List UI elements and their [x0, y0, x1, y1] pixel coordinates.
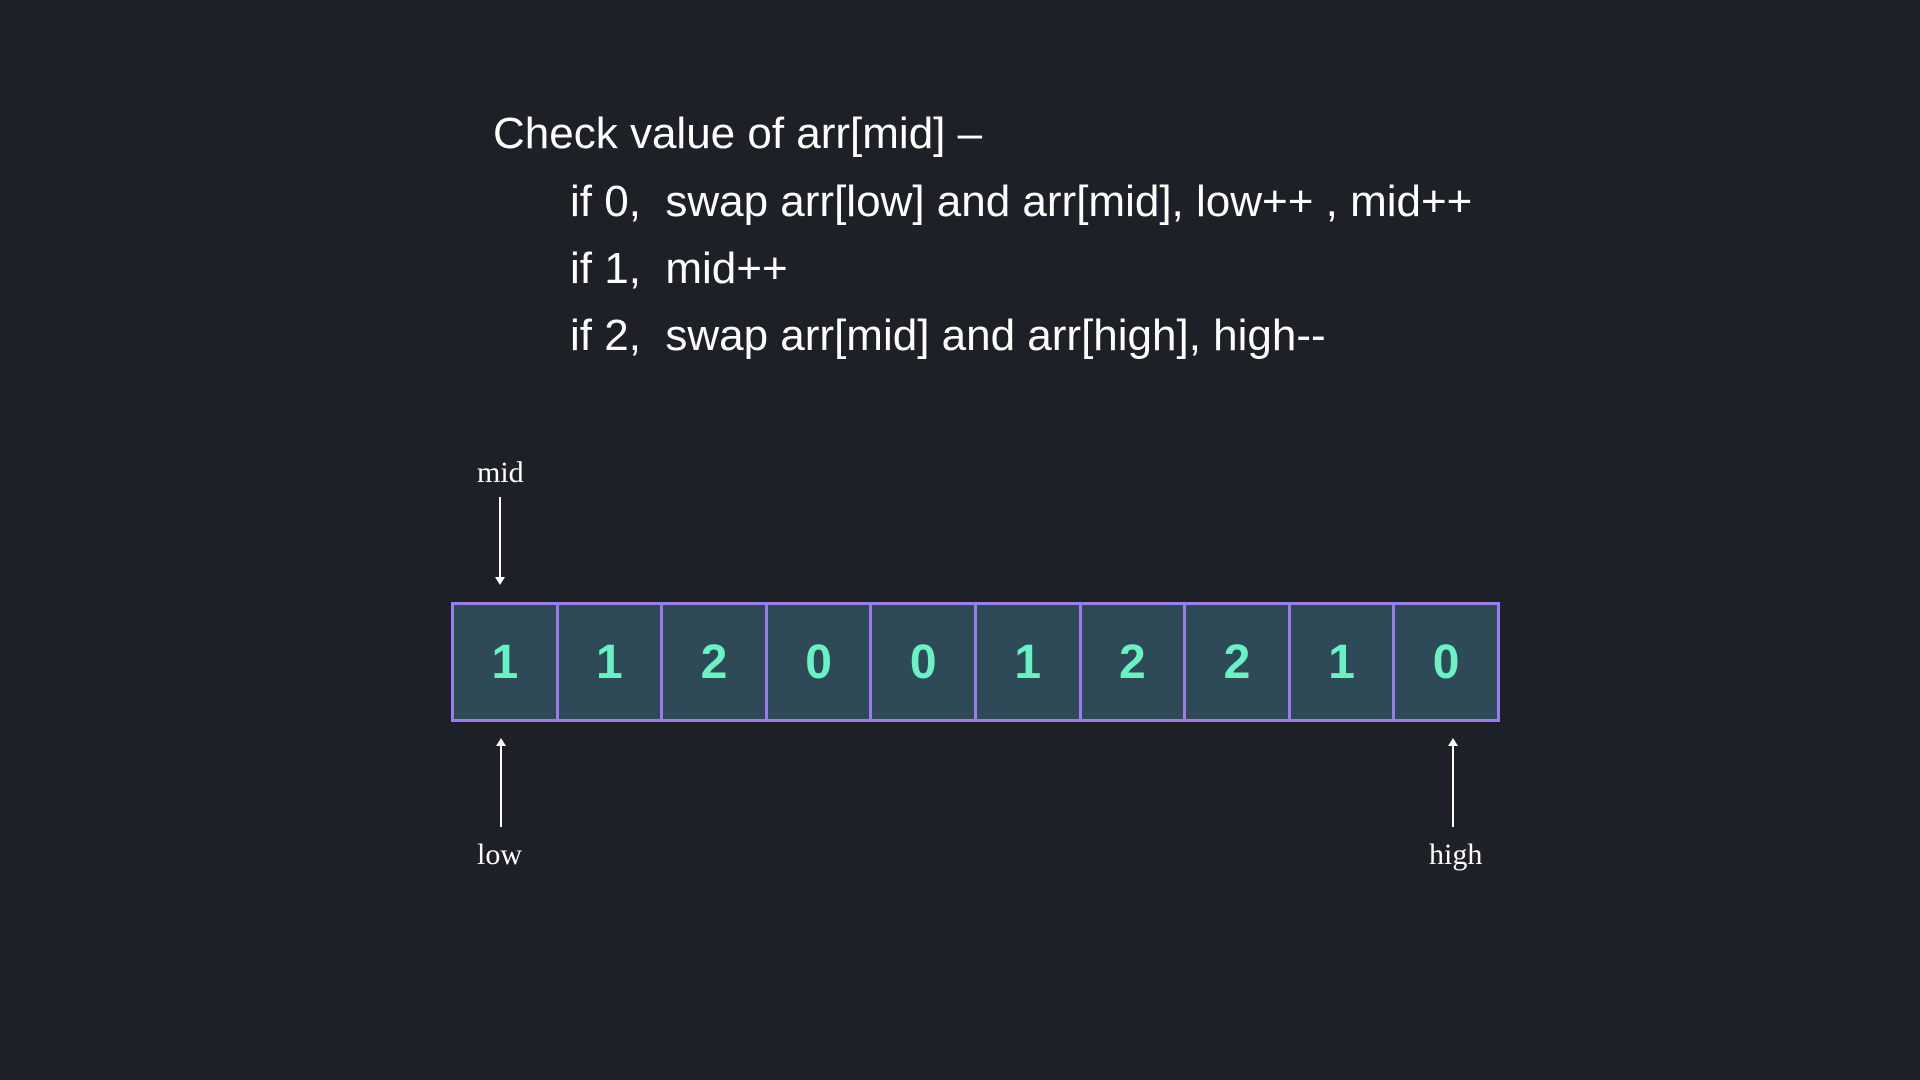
low-pointer-label: low [477, 838, 522, 871]
array-cell-8: 1 [1291, 605, 1396, 719]
array-box: 1 1 2 0 0 1 2 2 1 0 [451, 602, 1500, 722]
rule-case-1: if 1, mid++ [570, 244, 788, 293]
array-cell-5: 1 [977, 605, 1082, 719]
array-cell-9: 0 [1432, 635, 1460, 689]
array-cell-6: 2 [1082, 605, 1187, 719]
low-arrow-icon [496, 738, 506, 827]
mid-pointer-label: mid [477, 456, 524, 489]
array-cell-0: 1 [454, 605, 559, 719]
mid-arrow-icon [495, 497, 505, 585]
rule-case-2: if 2, swap arr[mid] and arr[high], high-… [570, 311, 1326, 360]
array-cell-2: 2 [663, 605, 768, 719]
array-cell-1: 1 [559, 605, 664, 719]
array-cell-3: 0 [768, 605, 873, 719]
high-arrow-icon [1448, 738, 1458, 827]
high-pointer-label: high [1429, 838, 1483, 871]
array-cell-4: 0 [872, 605, 977, 719]
rule-case-0: if 0, swap arr[low] and arr[mid], low++ … [570, 177, 1473, 226]
array-cell-7: 2 [1186, 605, 1291, 719]
rules-title: Check value of arr[mid] – [493, 109, 983, 158]
